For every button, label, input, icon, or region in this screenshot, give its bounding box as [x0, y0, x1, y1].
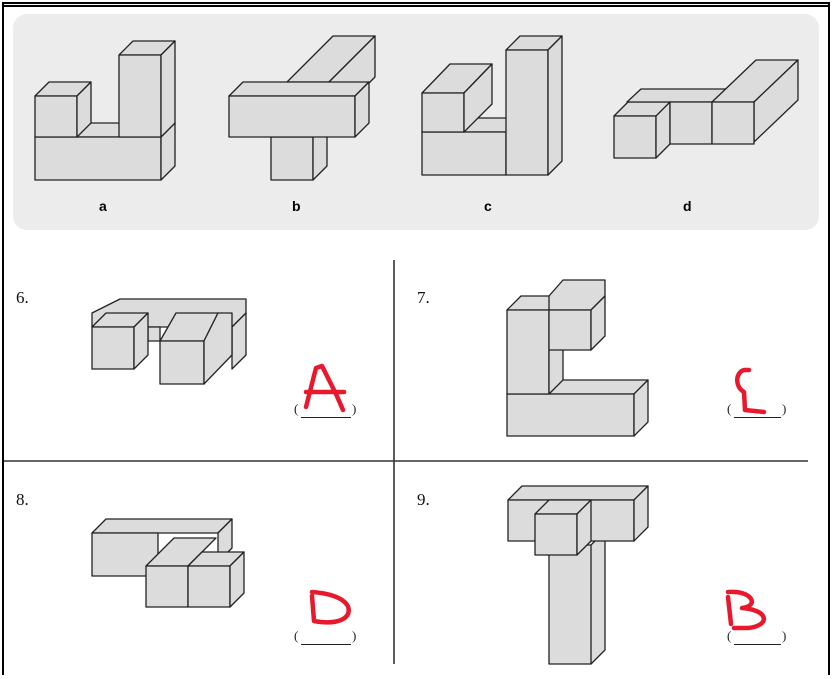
q6-right-front	[160, 341, 204, 384]
q8-bracket-open: (	[294, 628, 298, 644]
d-cube3-front	[712, 102, 754, 144]
q7-answer-blank	[734, 417, 781, 418]
q6-figure	[92, 299, 246, 384]
c-base-front	[422, 132, 506, 175]
question-number-8: 8.	[16, 490, 29, 510]
b-bar-front	[229, 96, 355, 137]
option-d-figure	[614, 60, 798, 158]
q6-bracket-close: )	[352, 401, 356, 417]
a-cube-front	[35, 96, 77, 137]
q6-answer-stroke	[306, 366, 343, 410]
option-label-a: a	[99, 198, 107, 214]
q7-answer-stroke	[737, 370, 764, 412]
question-number-6: 6.	[16, 288, 29, 308]
q8-cube2-front	[188, 566, 230, 607]
option-label-c: c	[484, 198, 492, 214]
q7-bracket-close: )	[782, 401, 786, 417]
q9-answer-blank	[734, 644, 781, 645]
q9-answer-stroke	[728, 592, 764, 628]
option-c-figure	[422, 36, 562, 175]
q8-cube1-front	[146, 566, 188, 607]
q8-back-top	[92, 519, 232, 533]
q6-bracket-open: (	[294, 401, 298, 417]
q9-bracket-open: (	[727, 628, 731, 644]
q6-answer-blank	[301, 417, 351, 418]
q7-figure	[507, 280, 648, 436]
d-cube1-front	[614, 116, 656, 158]
option-b-figure	[229, 36, 375, 180]
q8-bracket-close: )	[352, 628, 356, 644]
q6-gap	[148, 327, 160, 341]
c-tower-front	[506, 50, 548, 175]
q9-bar-top	[508, 486, 648, 500]
option-label-b: b	[292, 198, 301, 214]
question-number-7: 7.	[417, 288, 430, 308]
q6-left-front	[92, 327, 134, 369]
q7-bracket-open: (	[727, 401, 731, 417]
a-tower-side	[161, 41, 175, 137]
q9-figure	[508, 486, 648, 664]
a-base-front	[35, 137, 161, 180]
option-a-figure	[35, 41, 175, 180]
a-tower-front	[119, 55, 161, 137]
q8-figure	[92, 519, 244, 607]
b-bar-top	[229, 82, 369, 96]
q9-cube-front	[535, 514, 577, 555]
question-number-9: 9.	[417, 490, 430, 510]
q8-answer-blank	[301, 644, 351, 645]
q7-top-front	[549, 310, 591, 350]
c-tower-side	[548, 36, 562, 175]
c-cube-front	[422, 93, 464, 132]
q7-col-front	[507, 310, 549, 394]
q7-base-front	[507, 394, 634, 436]
d-cube2-front	[670, 102, 712, 144]
option-label-d: d	[683, 198, 692, 214]
q8-answer-stroke	[312, 592, 349, 622]
b-leg-front	[271, 137, 313, 180]
q9-bracket-close: )	[782, 628, 786, 644]
